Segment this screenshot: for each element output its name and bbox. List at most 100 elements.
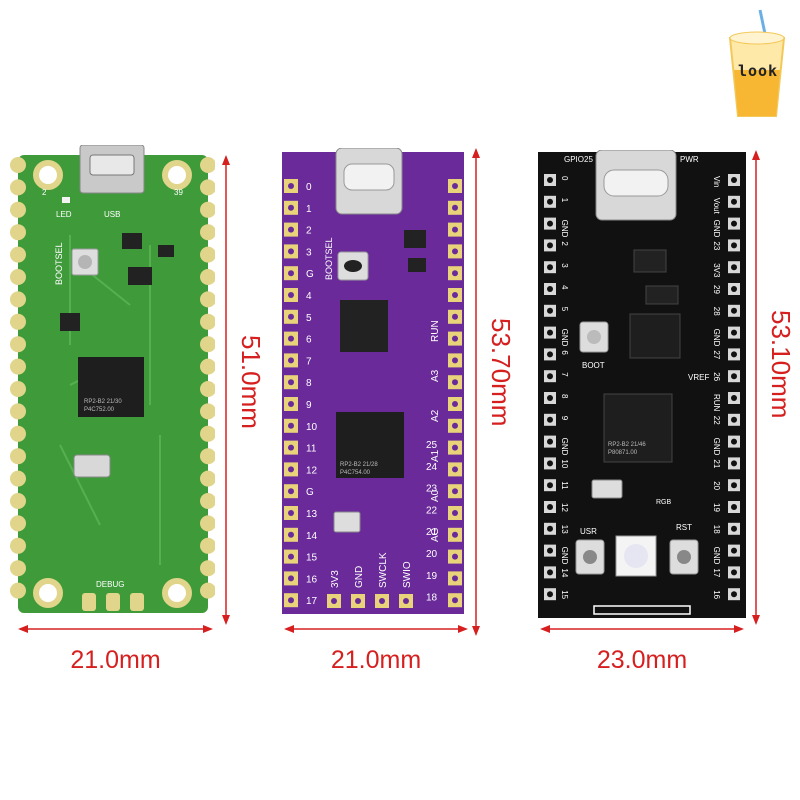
purple-pin-label: 3 [306,247,312,258]
green-crystal [73,454,111,478]
purple-bottom-label: GND [354,566,365,588]
black-pin-label: 5 [560,307,569,312]
green-pads-right [200,157,215,599]
green-pad [200,224,215,241]
black-pin-label: GND [560,438,569,456]
purple-pads-left [284,179,298,608]
black-pin-label: 20 [712,481,721,490]
purple-pin-label: 0 [306,182,312,193]
logo-text: look [737,62,779,80]
green-pad [200,470,215,487]
green-rp2040-chip [78,357,144,417]
black-rp2040-chip [603,393,673,463]
black-height-label: 53.10mm [766,310,796,419]
black-pin-label: 9 [560,416,569,421]
black-pin-label: 11 [560,481,569,490]
purple-chip-line2: P4C754.00 [340,470,371,476]
purple-pin-label: 5 [306,313,312,324]
black-crystal [591,479,623,499]
black-board-svg: GPIO25 PWR BOOT VREF RP2-B2 21/46 P80871… [538,150,746,618]
green-pad [200,582,215,599]
black-pin-label: 26 [712,372,721,381]
purple-pin-label: 9 [306,400,312,411]
black-right-labels: VinVoutGND233V32928GND2726RUN22GND212019… [712,176,721,600]
black-pin-label: GND [560,547,569,565]
black-pin-label: 17 [712,568,721,577]
black-pin-label: 14 [560,568,569,577]
purple-pin-label: 24 [426,462,438,473]
purple-pin-label: 21 [426,527,438,538]
purple-bottom-label: SWCLK [378,552,389,588]
black-pin-label: 29 [712,285,721,294]
black-flash-chip [629,313,681,359]
green-pad [10,403,26,420]
green-pin-label-top-right: 39 [174,188,183,197]
purple-width-dimension: 21.0mm [284,622,468,682]
green-pad [200,157,215,173]
cup-icon [728,9,786,117]
green-usb-port [89,154,135,176]
black-width-label: 23.0mm [596,646,688,674]
purple-pin-label: 23 [426,484,438,495]
black-pin-label: 2 [560,241,569,246]
black-pin-label: 18 [712,525,721,534]
purple-pin-label: G [306,487,314,498]
purple-analog-label: A2 [430,409,441,422]
green-pico-svg: RP2-B2 21/30 P4C752.00 2 39 LED USB BOOT… [10,145,215,613]
purple-width-arrow [284,625,468,633]
green-pad [10,224,26,241]
black-pin-label: 3V3 [712,263,721,278]
purple-pin-label: 2 [306,226,312,237]
black-pin-label: 10 [560,459,569,468]
black-pin-label: GND [712,438,721,456]
black-width-dimension: 23.0mm [540,622,744,682]
green-mount-hole [162,160,192,190]
black-pin-label: 15 [560,590,569,599]
black-pin-label: 27 [712,350,721,359]
black-pin-label: Vout [712,198,721,215]
black-pads-right [728,174,740,601]
purple-analog-label: AG [430,527,441,542]
green-mount-hole [33,160,63,190]
purple-pin-label: 17 [306,596,318,607]
black-pin-label: 8 [560,394,569,399]
green-pad [200,313,215,330]
green-pad [200,179,215,196]
black-pin-label: GND [712,220,721,238]
black-rgb-label: RGB [656,499,672,506]
green-pads-left [10,157,26,599]
black-pin-label: 22 [712,416,721,425]
purple-pin-label: 6 [306,335,312,346]
black-pin-label: GND [560,220,569,238]
black-pin-label: 4 [560,285,569,290]
black-pin-label: 0 [560,176,569,181]
green-height-label: 51.0mm [236,335,266,429]
green-pad [10,336,26,353]
purple-bottom-label: SWIO [402,561,413,588]
black-pin-label: 12 [560,503,569,512]
purple-analog-label: A1 [430,449,441,462]
green-bootsel-label: BOOTSEL [54,242,64,285]
green-mount-hole [162,578,192,608]
green-debug-label: DEBUG [96,580,124,589]
purple-pin-label: G [306,269,314,280]
purple-analog-label: A0 [430,489,441,502]
green-pad [200,493,215,509]
green-pad [200,403,215,420]
purple-pin-label: 1 [306,204,312,215]
green-pad [200,381,215,397]
green-pad [10,246,26,263]
purple-bootsel-label: BOOTSEL [324,237,334,280]
black-height-dimension: 53.10mm [748,150,796,625]
black-pin-label: 6 [560,350,569,355]
purple-crystal [333,511,361,533]
black-pin-label: 1 [560,198,569,203]
black-pin-label: GND [560,329,569,347]
green-pad [200,560,215,577]
green-pad [10,381,26,397]
green-pad [200,425,215,442]
